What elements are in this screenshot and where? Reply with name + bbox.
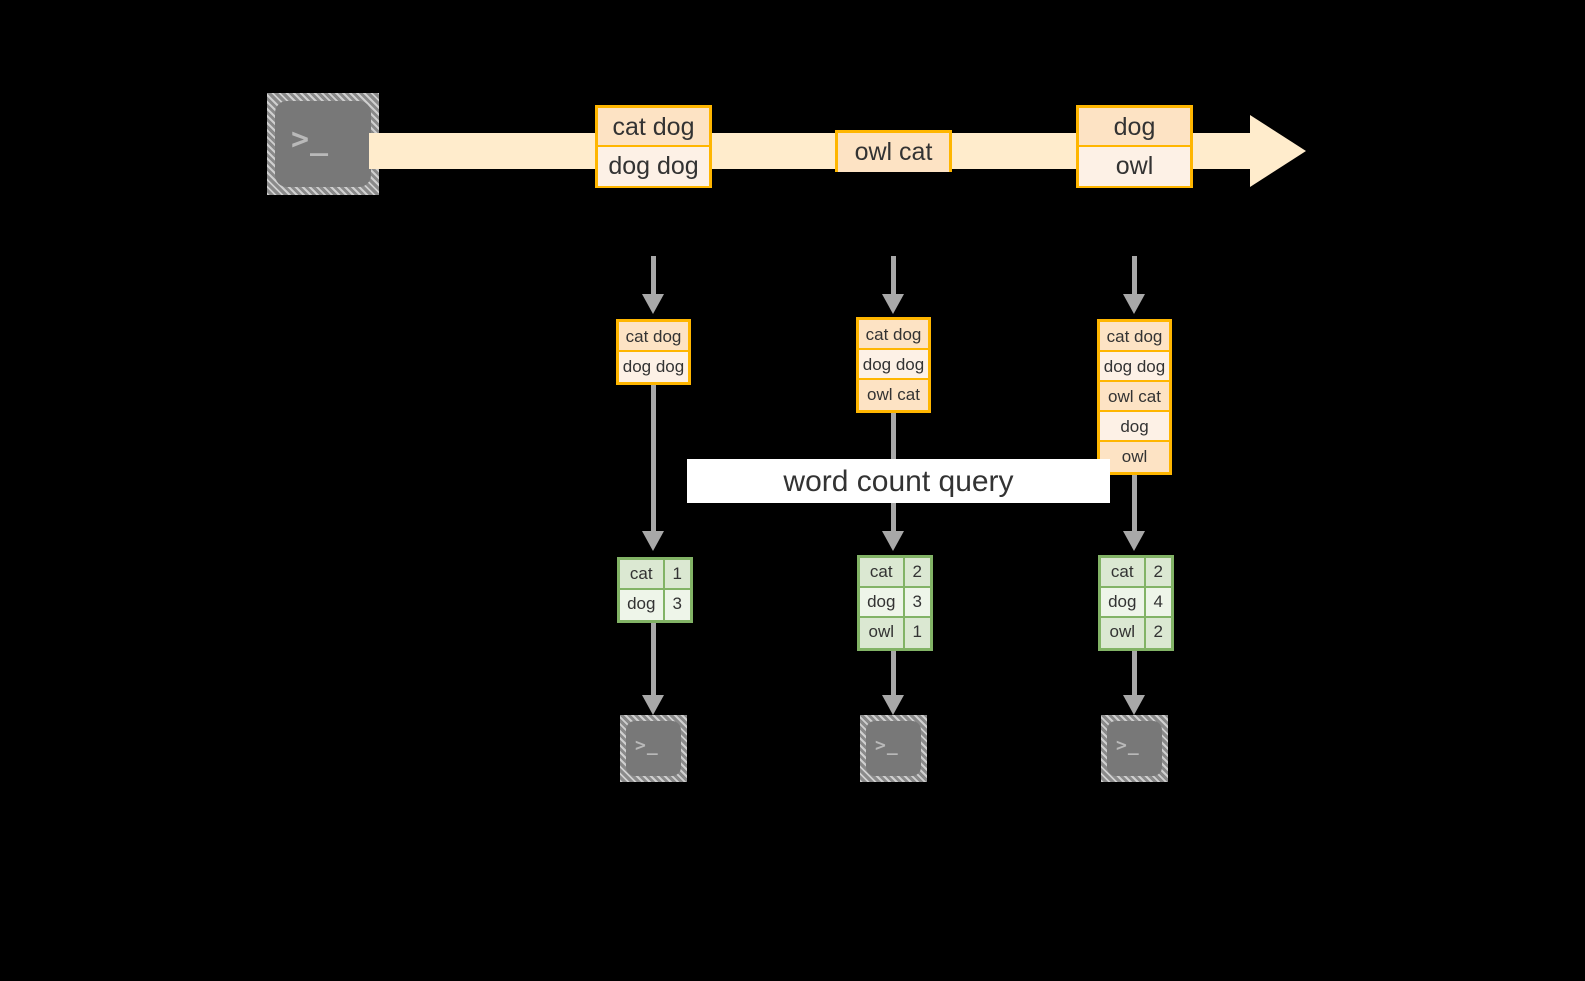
input-row: owl (1100, 442, 1169, 472)
trigger-3-sink-shaft (1132, 651, 1137, 695)
table-row: dog 3 (860, 588, 930, 618)
input-row: cat dog (619, 322, 688, 352)
count-cell: 1 (664, 560, 690, 588)
trigger-1-query-arrowhead (642, 531, 664, 551)
table-row: cat 2 (860, 558, 930, 588)
trigger-2-sink-arrowhead (882, 695, 904, 715)
count-cell: 4 (1145, 588, 1171, 616)
word-cell: cat (620, 560, 665, 588)
query-label: word count query (687, 459, 1110, 503)
table-row: cat 1 (620, 560, 690, 590)
record-row: dog (1079, 108, 1190, 147)
terminal-body: >_ (1107, 721, 1162, 776)
table-row: dog 4 (1101, 588, 1171, 618)
word-cell: owl (1101, 618, 1146, 648)
trigger-1-result-table: cat 1 dog 3 (617, 557, 693, 623)
stream-batch-2: owl cat (835, 130, 952, 172)
input-row: dog dog (619, 352, 688, 382)
trigger-2-dashed-shaft (891, 256, 896, 294)
trigger-3-input-table: cat dog dog dog owl cat dog owl (1097, 319, 1172, 475)
word-cell: owl (860, 618, 905, 648)
trigger-1-dashed-shaft (651, 256, 656, 294)
input-row: dog (1100, 412, 1169, 442)
trigger-2-result-table: cat 2 dog 3 owl 1 (857, 555, 933, 651)
input-row: dog dog (1100, 352, 1169, 382)
trigger-1-input-table: cat dog dog dog (616, 319, 691, 385)
terminal-prompt-glyph: >_ (1116, 735, 1140, 756)
trigger-3-dashed-arrowhead (1123, 294, 1145, 314)
terminal-prompt-glyph: >_ (875, 735, 899, 756)
trigger-2-sink-terminal-icon: >_ (860, 715, 927, 782)
trigger-1-sink-shaft (651, 623, 656, 695)
stream-batch-1: cat dog dog dog (595, 105, 712, 188)
word-cell: cat (860, 558, 905, 586)
stream-arrow-head (1250, 115, 1306, 187)
trigger-1-sink-terminal-icon: >_ (620, 715, 687, 782)
table-row: dog 3 (620, 590, 690, 620)
trigger-2-dashed-arrowhead (882, 294, 904, 314)
terminal-body: >_ (626, 721, 681, 776)
trigger-2-sink-shaft (891, 651, 896, 695)
trigger-3-query-shaft (1132, 475, 1137, 531)
trigger-3-sink-arrowhead (1123, 695, 1145, 715)
terminal-prompt-glyph: >_ (635, 735, 659, 756)
table-row: cat 2 (1101, 558, 1171, 588)
record-row: dog dog (598, 147, 709, 186)
input-row: owl cat (859, 380, 928, 410)
trigger-3-sink-terminal-icon: >_ (1101, 715, 1168, 782)
record-row: owl cat (838, 133, 949, 172)
input-row: cat dog (1100, 322, 1169, 352)
word-cell: dog (620, 590, 665, 620)
count-cell: 3 (904, 588, 930, 616)
trigger-1-sink-arrowhead (642, 695, 664, 715)
input-row: cat dog (859, 320, 928, 350)
trigger-3-result-table: cat 2 dog 4 owl 2 (1098, 555, 1174, 651)
count-cell: 1 (904, 618, 930, 648)
input-row: owl cat (1100, 382, 1169, 412)
stream-batch-3: dog owl (1076, 105, 1193, 188)
record-row: cat dog (598, 108, 709, 147)
trigger-3-query-arrowhead (1123, 531, 1145, 551)
trigger-3-dashed-shaft (1132, 256, 1137, 294)
count-cell: 3 (664, 590, 690, 620)
count-cell: 2 (1145, 558, 1171, 586)
word-cell: cat (1101, 558, 1146, 586)
count-cell: 2 (1145, 618, 1171, 648)
source-terminal-icon: >_ (267, 93, 379, 195)
terminal-body: >_ (866, 721, 921, 776)
word-cell: dog (860, 588, 905, 616)
trigger-1-dashed-arrowhead (642, 294, 664, 314)
terminal-body: >_ (275, 101, 371, 187)
trigger-2-input-table: cat dog dog dog owl cat (856, 317, 931, 413)
terminal-prompt-glyph: >_ (291, 122, 330, 157)
word-cell: dog (1101, 588, 1146, 616)
input-row: dog dog (859, 350, 928, 380)
table-row: owl 1 (860, 618, 930, 648)
count-cell: 2 (904, 558, 930, 586)
trigger-1-query-shaft (651, 385, 656, 531)
trigger-2-query-arrowhead (882, 531, 904, 551)
table-row: owl 2 (1101, 618, 1171, 648)
record-row: owl (1079, 147, 1190, 186)
